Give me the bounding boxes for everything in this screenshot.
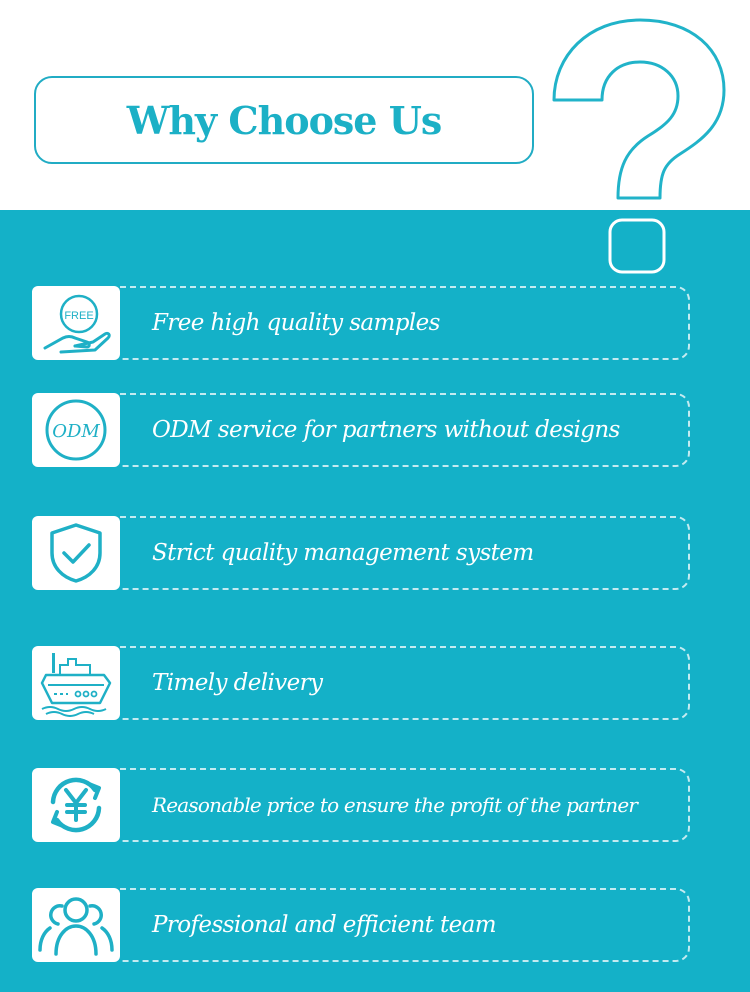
- feature-frame: [120, 768, 690, 842]
- feature-label: Timely delivery: [152, 670, 323, 696]
- page-title: Why Choose Us: [126, 97, 443, 143]
- feature-item-samples: FREE Free high quality samples: [32, 286, 692, 360]
- shield-check-icon: [50, 523, 102, 583]
- icon-tile: FREE: [32, 286, 120, 360]
- team-icon: [38, 897, 114, 956]
- feature-item-delivery: Timely delivery: [32, 646, 692, 720]
- feature-label: Professional and efficient team: [152, 912, 497, 938]
- icon-tile: ODM: [32, 393, 120, 467]
- free-badge-text: FREE: [64, 310, 93, 322]
- feature-frame: [120, 516, 690, 590]
- question-mark-icon: [552, 18, 726, 274]
- feature-item-odm: ODM ODM service for partners without des…: [32, 393, 692, 467]
- feature-label: Reasonable price to ensure the profit of…: [152, 793, 638, 817]
- feature-item-price: Reasonable price to ensure the profit of…: [32, 768, 692, 842]
- feature-label: Strict quality management system: [152, 540, 534, 566]
- yen-cycle-icon: [50, 777, 102, 833]
- title-banner: Why Choose Us: [34, 76, 534, 164]
- odm-icon: ODM: [45, 399, 107, 461]
- feature-frame: [120, 646, 690, 720]
- features-section: [0, 210, 750, 992]
- feature-item-team: Professional and efficient team: [32, 888, 692, 962]
- ship-icon: [40, 653, 112, 717]
- feature-label: ODM service for partners without designs: [152, 417, 620, 443]
- feature-label: Free high quality samples: [152, 310, 440, 336]
- feature-frame: [120, 393, 690, 467]
- feature-frame: [120, 888, 690, 962]
- feature-frame: [120, 286, 690, 360]
- icon-tile: [32, 888, 120, 962]
- icon-tile: [32, 646, 120, 720]
- icon-tile: [32, 768, 120, 842]
- odm-badge-text: ODM: [52, 421, 100, 442]
- feature-item-quality: Strict quality management system: [32, 516, 692, 590]
- icon-tile: [32, 516, 120, 590]
- free-hand-icon: FREE: [43, 294, 111, 354]
